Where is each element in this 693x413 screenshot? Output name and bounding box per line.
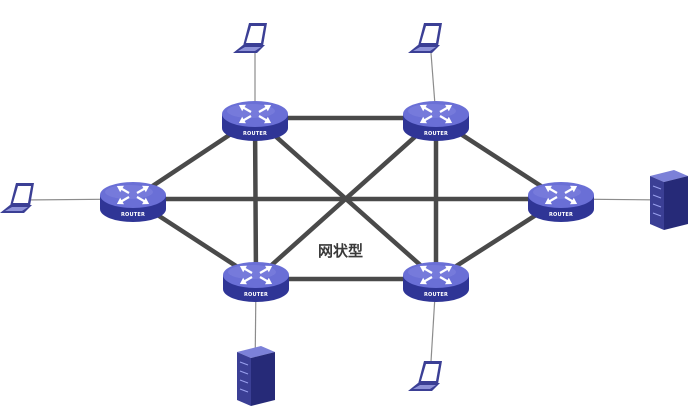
router-icon	[403, 101, 469, 141]
laptop-icon-bottom-right	[408, 361, 442, 391]
router-bottom-left: ROUTER	[223, 262, 289, 302]
laptop-icon-left	[0, 183, 34, 213]
router-bottom-right: ROUTER	[403, 262, 469, 302]
router-label: ROUTER	[121, 212, 145, 218]
routers: ROUTER ROUTER ROUTER ROUTER ROUTER ROUTER	[100, 101, 594, 302]
laptop-icon-top-left	[233, 23, 267, 53]
router-top-left: ROUTER	[222, 101, 288, 141]
router-icon	[100, 182, 166, 222]
router-label: ROUTER	[549, 212, 573, 218]
router-label: ROUTER	[424, 131, 448, 137]
router-label: ROUTER	[243, 131, 267, 137]
router-right: ROUTER	[528, 182, 594, 222]
topology-caption: 网状型	[318, 242, 363, 260]
router-icon	[222, 101, 288, 141]
laptop-icon-top-right	[408, 23, 442, 53]
server-icon-bottom-left	[237, 346, 275, 406]
endpoint-devices	[0, 23, 688, 406]
router-icon	[403, 262, 469, 302]
router-left: ROUTER	[100, 182, 166, 222]
router-label: ROUTER	[424, 292, 448, 298]
router-label: ROUTER	[244, 292, 268, 298]
server-icon-right	[650, 170, 688, 230]
router-icon	[528, 182, 594, 222]
router-icon	[223, 262, 289, 302]
router-top-right: ROUTER	[403, 101, 469, 141]
